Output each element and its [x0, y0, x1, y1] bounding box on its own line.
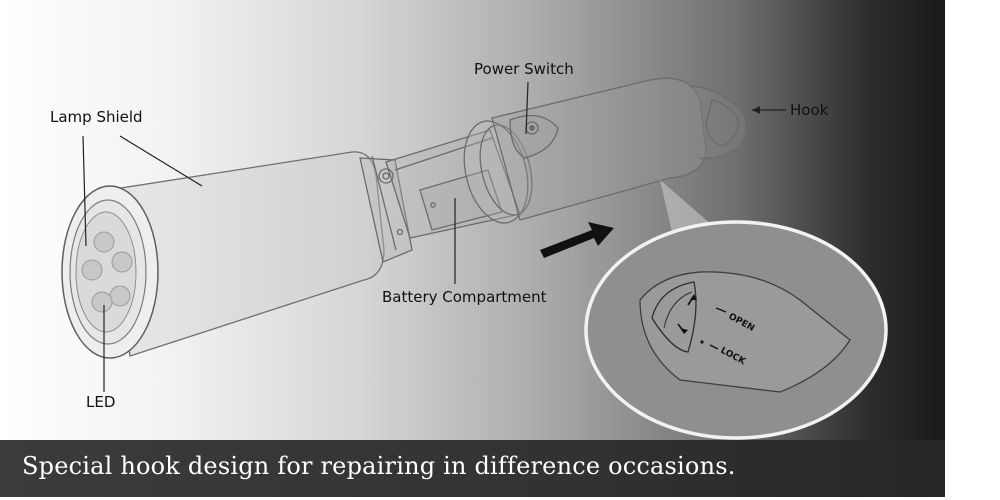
led-cluster — [81, 231, 133, 313]
direction-arrow-icon — [540, 222, 614, 258]
leader-lines — [82, 81, 786, 392]
power-switch-label: Power Switch — [474, 60, 574, 78]
caption-bar — [0, 440, 945, 497]
hook-arrowhead — [752, 106, 760, 114]
lamp-shield-leader-line-2 — [82, 135, 87, 247]
flashlight-body — [107, 77, 747, 357]
battery-compartment-label: Battery Compartment — [382, 288, 547, 306]
lamp-shield-label: Lamp Shield — [50, 108, 143, 126]
leader-arrowheads — [752, 106, 760, 114]
hook-label: Hook — [790, 101, 829, 119]
power-switch-leader-line — [525, 81, 529, 135]
led-label: LED — [86, 393, 116, 411]
lamp-face — [61, 185, 159, 359]
lamp-shield-leader-line — [119, 135, 203, 187]
zoom-detail: OPEN LOCK — [584, 220, 888, 440]
caption-text: Special hook design for repairing in dif… — [22, 452, 736, 480]
